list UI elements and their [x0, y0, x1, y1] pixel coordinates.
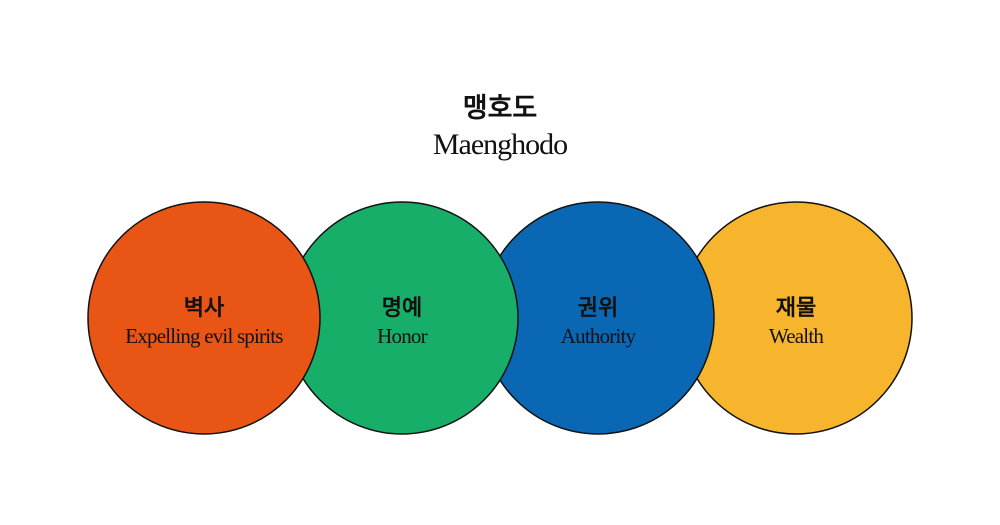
- label-honor: 명예 Honor: [282, 290, 522, 349]
- label-authority: 권위 Authority: [478, 290, 718, 349]
- label-expelling-evil-spirits: 벽사 Expelling evil spirits: [84, 290, 324, 349]
- label-english: Authority: [560, 324, 636, 348]
- label-korean: 재물: [775, 296, 817, 321]
- label-korean: 벽사: [183, 296, 225, 321]
- label-english: Honor: [377, 324, 427, 348]
- label-korean: 명예: [381, 296, 423, 321]
- label-wealth: 재물 Wealth: [676, 290, 916, 349]
- title-english: Maenghodo: [432, 128, 568, 161]
- circle-expelling-evil-spirits: [87, 201, 321, 435]
- label-english: Expelling evil spirits: [125, 324, 283, 348]
- label-korean: 권위: [577, 296, 619, 321]
- title-korean: 맹호도: [462, 93, 538, 124]
- label-english: Wealth: [768, 324, 824, 348]
